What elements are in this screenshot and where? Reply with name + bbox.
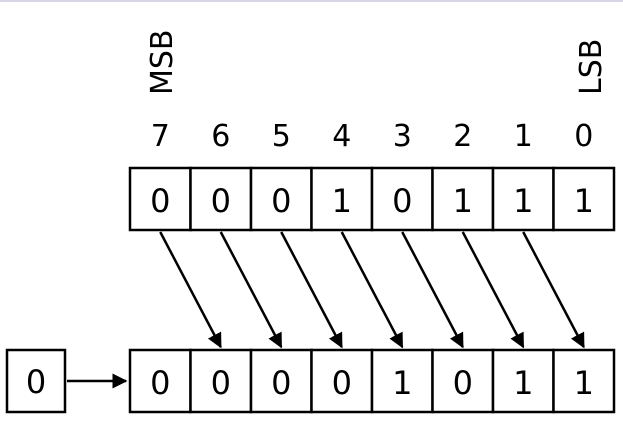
shifted-bit-value: 0 [453, 364, 473, 402]
bit-position-1: 1 [514, 119, 533, 154]
bit-position-5: 5 [272, 119, 291, 154]
bit-position-4: 4 [332, 119, 351, 154]
shifted-cell [491, 348, 555, 414]
bit-position-3: 3 [393, 119, 412, 154]
shifted-bit-value: 0 [211, 364, 231, 402]
shift-arrow [522, 231, 585, 349]
original-bit-value: 0 [392, 182, 412, 220]
shifted-bit-value: 0 [332, 364, 352, 402]
bit-position-7: 7 [151, 119, 170, 154]
original-bit-value: 1 [574, 182, 594, 220]
original-bit-value: 1 [513, 182, 533, 220]
original-bit-value: 0 [211, 182, 231, 220]
bit-position-2: 2 [453, 119, 472, 154]
msb-label: MSB [145, 29, 180, 95]
shift-arrow [340, 231, 404, 349]
shifted-cell [189, 348, 253, 414]
original-bit-value: 1 [453, 182, 473, 220]
original-bit-value: 1 [332, 182, 352, 220]
bit-position-row: 7 6 5 4 3 2 1 0 [151, 119, 594, 154]
original-cell [491, 166, 555, 232]
original-bit-value: 0 [271, 182, 291, 220]
shifted-bit-value: 0 [150, 364, 170, 402]
shift-arrow [461, 231, 525, 349]
fill-bit-value: 0 [26, 363, 46, 401]
lsb-label: LSB [574, 39, 609, 95]
shift-arrow [401, 231, 464, 349]
original-cell [552, 166, 616, 232]
fill-bit-cell: 0 [5, 348, 67, 414]
shifted-register: 0 0 0 0 1 0 1 1 [128, 348, 616, 414]
shift-arrow [159, 231, 222, 349]
shift-arrow [219, 231, 283, 349]
original-cell [128, 166, 192, 232]
bit-position-6: 6 [211, 119, 230, 154]
shifted-bit-value: 0 [271, 364, 291, 402]
original-cell [189, 166, 253, 232]
original-cell [431, 166, 495, 232]
original-cell [310, 166, 374, 232]
original-register: 0 0 0 1 0 1 1 1 [128, 166, 616, 232]
shifted-cell [249, 348, 313, 414]
shifted-cell [128, 348, 192, 414]
original-bit-value: 0 [150, 182, 170, 220]
top-border [0, 0, 623, 2]
shifted-bit-value: 1 [513, 364, 533, 402]
original-cell [370, 166, 434, 232]
shifted-cell [552, 348, 616, 414]
shifted-bit-value: 1 [392, 364, 412, 402]
shift-arrow [280, 231, 343, 349]
shift-arrows [159, 231, 585, 349]
bit-position-0: 0 [574, 119, 593, 154]
shifted-cell [310, 348, 374, 414]
shifted-bit-value: 1 [574, 364, 594, 402]
